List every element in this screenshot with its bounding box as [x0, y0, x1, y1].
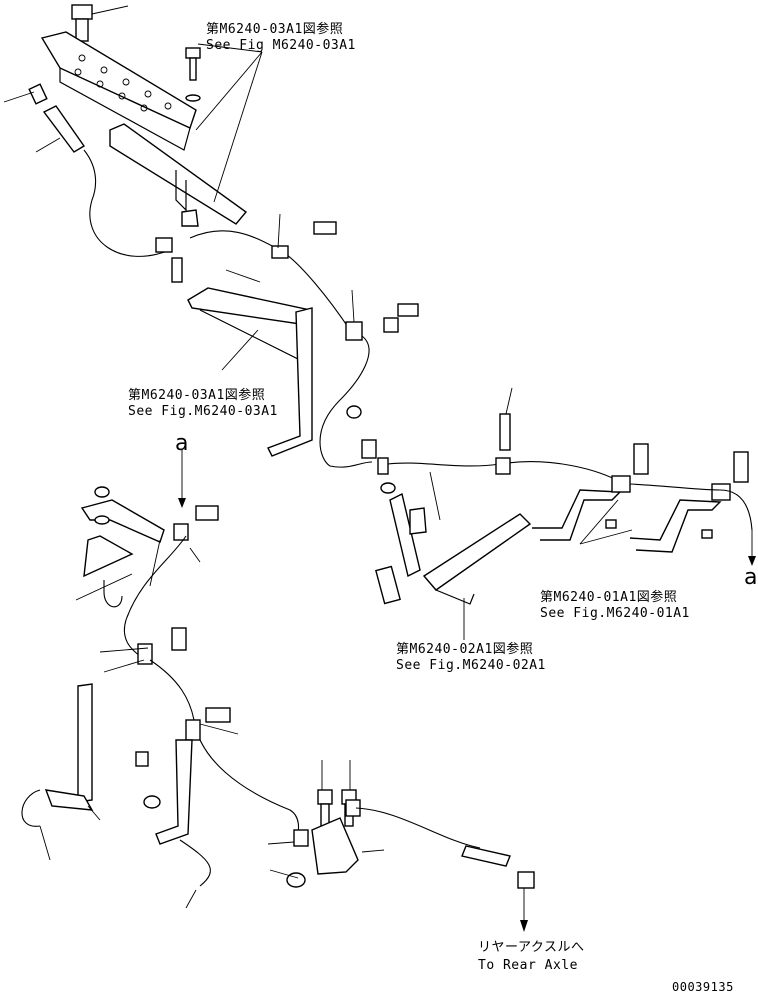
- lower-left-bracket: [21, 683, 161, 827]
- callout-rear-axle-ja: リヤーアクスルへ: [478, 940, 585, 955]
- callout-fig-02a1-ja: 第M6240-02A1図参照: [396, 642, 534, 657]
- leader-lines: [39, 471, 441, 909]
- reference-mark-a-top: a: [175, 431, 189, 456]
- rear-axle-fitting: [461, 845, 535, 932]
- clamp-left-lower: [137, 627, 187, 665]
- top-fitting: [71, 4, 129, 42]
- callout-fig-03a1-top-ja: 第M6240-03A1図参照: [206, 22, 344, 37]
- callout-rear-axle-en: To Rear Axle: [478, 958, 578, 973]
- perforated-bracket: [40, 31, 197, 151]
- callout-fig-01a1-en: See Fig.M6240-01A1: [540, 606, 690, 621]
- hose-segment-7: [149, 659, 300, 839]
- angled-plate: [109, 123, 248, 227]
- bottom-bracket: [311, 799, 361, 875]
- callout-fig-03a1-mid-ja: 第M6240-03A1図参照: [128, 388, 266, 403]
- callout-fig-02a1-en: See Fig.M6240-02A1: [396, 658, 546, 673]
- hose-segment-6: [123, 535, 187, 657]
- clamp-right-1: [495, 387, 513, 475]
- right-bracket-assembly: [346, 405, 532, 605]
- callout-fig-01a1-ja: 第M6240-01A1図参照: [540, 590, 678, 605]
- drawing-number: 00039135: [672, 980, 734, 994]
- arrow-right-a: [748, 556, 756, 566]
- lower-mid-bracket: [155, 707, 231, 887]
- left-elbow: [3, 83, 86, 153]
- callout-fig-03a1-mid-en: See Fig.M6240-03A1: [128, 404, 278, 419]
- left-middle-bracket: [80, 450, 219, 578]
- top-bolt: [185, 47, 201, 102]
- clamp-top-left: [155, 237, 183, 283]
- far-right-brackets: [532, 443, 749, 553]
- clamp-top-right: [271, 213, 337, 259]
- clamp-mid: [345, 289, 419, 341]
- hose-segment-3: [319, 335, 373, 468]
- u-hose-mid: [103, 580, 123, 608]
- mid-frame-bracket: [187, 269, 313, 457]
- hose-segment-1: [83, 149, 171, 257]
- hose-segment-8: [355, 807, 481, 849]
- hose-segment-5: [629, 483, 753, 531]
- callout-fig-03a1-top-en: See Fig M6240-03A1: [206, 38, 356, 53]
- reference-mark-a-right: a: [744, 565, 758, 590]
